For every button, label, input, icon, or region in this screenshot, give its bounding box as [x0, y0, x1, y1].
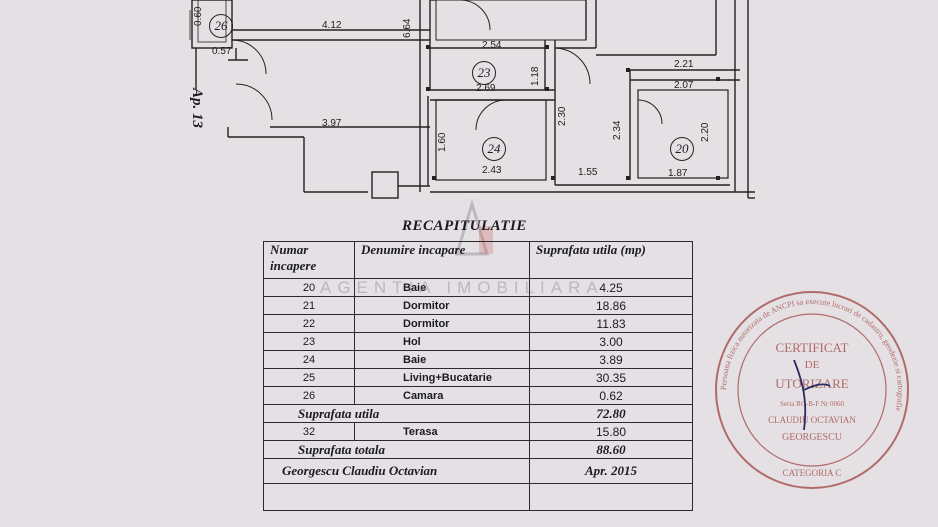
blank-cell — [263, 483, 530, 511]
dimension-label: 0.57 — [212, 46, 232, 57]
room-number: 25 — [263, 368, 355, 387]
room-name: Living+Bucatarie — [354, 368, 530, 387]
authorization-stamp: Persoana fizica autorizata de ANCPI sa e… — [715, 291, 909, 489]
document-date: Apr. 2015 — [529, 458, 693, 484]
room-name: Camara — [354, 386, 530, 405]
signature-mark — [793, 359, 831, 431]
dimension-label: 2.21 — [674, 59, 694, 70]
total-area-label: Suprafata totala — [263, 440, 530, 459]
floor-plan — [189, 0, 755, 199]
room-number: 26 — [263, 386, 355, 405]
dimension-label: 2.69 — [476, 83, 496, 94]
dimension-label: 1.18 — [530, 66, 541, 86]
blank-row — [263, 483, 693, 511]
dimension-label: 6.64 — [402, 18, 413, 38]
dimension-label: 2.34 — [612, 120, 623, 140]
terrace-name: Terasa — [354, 422, 530, 441]
header-number: Numar incapere — [263, 241, 355, 279]
room-marker: 26 — [209, 14, 233, 38]
dimension-label: 1.87 — [668, 168, 688, 179]
dimension-label: 1.60 — [437, 132, 448, 152]
stamp-line: CATEGORIA C — [783, 468, 842, 478]
author-name: Georgescu Claudiu Octavian — [263, 458, 530, 484]
room-marker: 24 — [482, 137, 506, 161]
recap-table: Numar incapere Denumire incapare Suprafa… — [263, 241, 693, 511]
room-marker: 23 — [472, 61, 496, 85]
room-name: Hol — [354, 332, 530, 351]
dimension-label: 2.30 — [557, 106, 568, 126]
useful-area-row: Suprafata utila 72.80 — [263, 404, 693, 423]
dimension-label: 3.97 — [322, 118, 342, 129]
dimension-label: 2.54 — [482, 40, 502, 51]
blank-cell — [529, 483, 693, 511]
room-area: 3.00 — [529, 332, 693, 351]
room-number: 24 — [263, 350, 355, 369]
dimension-label: 2.43 — [482, 165, 502, 176]
terrace-number: 32 — [263, 422, 355, 441]
room-area: 0.62 — [529, 386, 693, 405]
room-marker: 20 — [670, 137, 694, 161]
dimension-label: 4.12 — [322, 20, 342, 31]
room-name: Dormitor — [354, 296, 530, 315]
useful-area-label: Suprafata utila — [263, 404, 530, 423]
room-area: 30.35 — [529, 368, 693, 387]
stamp-line: DE — [805, 359, 820, 371]
watermark-text: AGENTIA IMOBILIARA — [320, 278, 604, 297]
author-row: Georgescu Claudiu Octavian Apr. 2015 — [263, 458, 693, 484]
dimension-label: 0.60 — [193, 6, 204, 26]
table-header-row: Numar incapere Denumire incapare Suprafa… — [263, 241, 693, 279]
header-name: Denumire incapare — [354, 241, 530, 279]
stamp-line: GEORGESCU — [782, 432, 843, 443]
stamp-line: CLAUDIU OCTAVIAN — [768, 415, 856, 425]
room-area: 18.86 — [529, 296, 693, 315]
room-number: 23 — [263, 332, 355, 351]
apartment-label: Ap. 13 — [189, 88, 205, 129]
stamp-line: UTORIZARE — [775, 376, 848, 391]
terrace-area: 15.80 — [529, 422, 693, 441]
room-area: 11.83 — [529, 314, 693, 333]
header-area: Suprafata utila (mp) — [529, 241, 693, 279]
room-name: Dormitor — [354, 314, 530, 333]
stamp-line: CERTIFICAT — [776, 340, 849, 355]
stamp-line: Seria RO-B-F Nr 0060 — [780, 400, 844, 408]
recap-title: RECAPITULATIE — [402, 218, 527, 234]
total-area-value: 88.60 — [529, 440, 693, 459]
room-area: 3.89 — [529, 350, 693, 369]
dimension-label: 2.20 — [700, 122, 711, 142]
total-area-row: Suprafata totala 88.60 — [263, 440, 693, 459]
dimension-label: 1.55 — [578, 167, 598, 178]
room-number: 22 — [263, 314, 355, 333]
dimension-label: 2.07 — [674, 80, 694, 91]
room-name: Baie — [354, 350, 530, 369]
useful-area-value: 72.80 — [529, 404, 693, 423]
room-number: 21 — [263, 296, 355, 315]
